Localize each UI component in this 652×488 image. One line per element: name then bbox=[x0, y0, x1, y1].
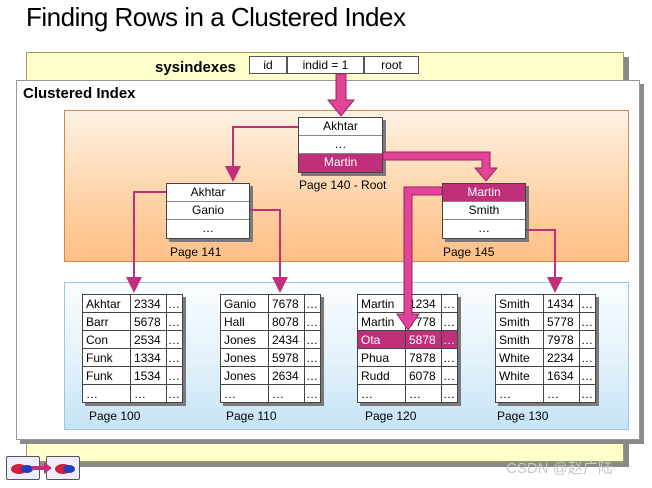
node145-row-smith: Smith bbox=[443, 202, 525, 220]
leaf-row: ……… bbox=[82, 384, 183, 403]
leaf-130-page-label: Page 130 bbox=[497, 409, 549, 423]
watermark: CSDN @赵广陆 bbox=[506, 460, 613, 477]
leaf-100-page-label: Page 100 bbox=[89, 409, 141, 423]
root-page-label: Page 140 - Root bbox=[299, 178, 387, 192]
sysindexes-col-root: root bbox=[364, 56, 419, 74]
node145-page-label: Page 145 bbox=[443, 245, 495, 259]
node-141: Akhtar Ganio … bbox=[166, 183, 250, 239]
leaf-row: ……… bbox=[495, 384, 596, 403]
node141-row-akhtar: Akhtar bbox=[167, 184, 249, 202]
logo-arrow-icon bbox=[32, 462, 52, 474]
root-row-ellipsis: … bbox=[299, 136, 382, 154]
root-row-martin: Martin bbox=[299, 154, 382, 172]
sysindexes-col-indid: indid = 1 bbox=[287, 56, 364, 74]
node145-row-martin: Martin bbox=[443, 184, 525, 202]
node141-page-label: Page 141 bbox=[170, 245, 222, 259]
clustered-index-label: Clustered Index bbox=[23, 85, 136, 102]
leaf-110-page-label: Page 110 bbox=[226, 409, 277, 423]
node141-row-ganio: Ganio bbox=[167, 202, 249, 220]
root-node: Akhtar … Martin bbox=[298, 117, 383, 173]
node141-row-ellipsis: … bbox=[202, 221, 214, 235]
sysindexes-label: sysindexes bbox=[155, 59, 236, 76]
sysindexes-col-id: id bbox=[249, 56, 287, 74]
leaf-120-page-label: Page 120 bbox=[365, 409, 417, 423]
node145-row-ellipsis: … bbox=[478, 221, 490, 235]
leaf-row: ……… bbox=[220, 384, 321, 403]
leaf-row: ……… bbox=[357, 384, 458, 403]
root-row-akhtar: Akhtar bbox=[299, 118, 382, 136]
node-145: Martin Smith … bbox=[442, 183, 526, 239]
slide-title: Finding Rows in a Clustered Index bbox=[26, 2, 406, 32]
